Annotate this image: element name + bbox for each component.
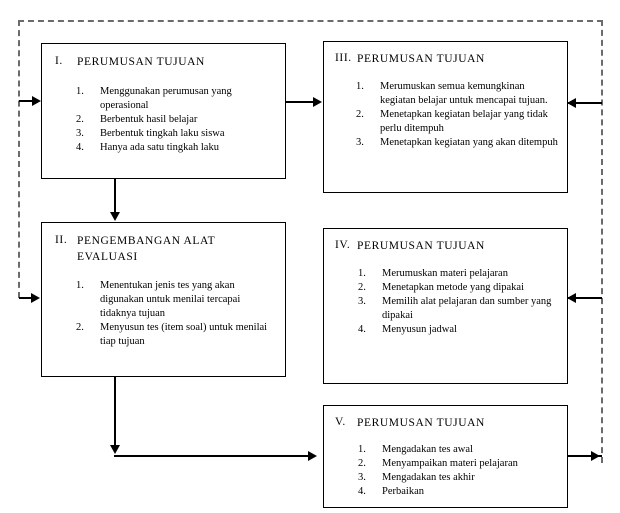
list-item-text: Mengadakan tes awal	[382, 444, 473, 455]
arrowhead-into-node4-right	[567, 293, 576, 303]
node-4-list: 1. Merumuskan materi pelajaran 2. Meneta…	[358, 267, 561, 337]
list-item-number: 1.	[358, 444, 366, 455]
list-item-number: 4.	[76, 142, 84, 154]
list-item: 2. Menetapkan kegiatan belajar yang tida…	[356, 108, 561, 136]
list-item-number: 2.	[358, 282, 366, 294]
list-item-text: Mengadakan tes akhir	[382, 472, 475, 484]
connector-loop-to-node2	[19, 297, 33, 299]
node-1-list: 1. Menggunakan perumusan yang operasiona…	[76, 85, 276, 155]
node-2-title-row: II. PENGEMBANGAN ALAT EVALUASI	[55, 234, 280, 265]
arrowhead-into-node2	[110, 212, 120, 221]
list-item-text: Perbaikan	[382, 486, 424, 498]
node-4-title: PERUMUSAN TUJUAN	[357, 240, 485, 252]
list-item-text: Berbentuk hasil belajar	[100, 114, 198, 126]
node-1-title: PERUMUSAN TUJUAN	[77, 56, 205, 68]
arrowhead-into-node1	[32, 96, 41, 106]
list-item: 1. Menggunakan perumusan yang operasiona…	[76, 85, 276, 113]
list-item: 3. Mengadakan tes akhir	[358, 471, 561, 485]
connector-loop-to-node4	[568, 297, 602, 299]
list-item-text: Menggunakan perumusan yang operasional	[100, 86, 232, 112]
list-item-number: 1.	[356, 81, 364, 92]
node-5-list: 1. Mengadakan tes awal 2. Menyampaikan m…	[358, 443, 561, 499]
node-2-list: 1. Menentukan jenis tes yang akan diguna…	[76, 279, 276, 349]
list-item-number: 1.	[76, 86, 84, 97]
list-item: 1. Merumuskan semua kemungkinan kegiatan…	[356, 80, 561, 108]
node-5-title-row: V. PERUMUSAN TUJUAN	[335, 416, 563, 432]
node-5-numeral: V.	[335, 416, 346, 428]
list-item-number: 3.	[356, 137, 364, 149]
list-item-number: 3.	[76, 128, 84, 140]
node-5-title: PERUMUSAN TUJUAN	[357, 417, 485, 429]
list-item-text: Berbentuk tingkah laku siswa	[100, 128, 225, 140]
list-item: 3. Menetapkan kegiatan yang akan ditempu…	[356, 136, 561, 150]
list-item-number: 2.	[76, 322, 84, 334]
dashed-border-right	[601, 20, 603, 463]
list-item-number: 4.	[358, 486, 366, 498]
arrowhead-into-node3	[313, 97, 322, 107]
arrowhead-into-node2-left	[31, 293, 40, 303]
list-item-text: Memilih alat pelajaran dan sumber yang d…	[382, 296, 552, 322]
node-2-numeral: II.	[55, 234, 68, 246]
dashed-border-top	[18, 20, 603, 22]
connector-loop-to-node1	[19, 100, 34, 102]
list-item-text: Merumuskan materi pelajaran	[382, 268, 508, 279]
list-item: 4. Hanya ada satu tingkah laku	[76, 141, 276, 155]
node-3-title: PERUMUSAN TUJUAN	[357, 53, 485, 65]
connector-node1-to-node3	[286, 101, 316, 103]
list-item-number: 1.	[76, 280, 84, 291]
list-item: 2. Menyampaikan materi pelajaran	[358, 457, 561, 471]
node-pengembangan-alat-evaluasi-2[interactable]: II. PENGEMBANGAN ALAT EVALUASI 1. Menent…	[41, 222, 286, 377]
node-perumusan-tujuan-5[interactable]: V. PERUMUSAN TUJUAN 1. Mengadakan tes aw…	[323, 405, 568, 508]
list-item-text: Menentukan jenis tes yang akan digunakan…	[100, 280, 241, 320]
list-item-number: 2.	[76, 114, 84, 126]
list-item: 3. Memilih alat pelajaran dan sumber yan…	[358, 295, 561, 323]
list-item-text: Hanya ada satu tingkah laku	[100, 142, 219, 154]
node-3-numeral: III.	[335, 52, 352, 64]
arrowhead-into-node5	[308, 451, 317, 461]
node-1-numeral: I.	[55, 55, 63, 67]
list-item: 2. Berbentuk hasil belajar	[76, 113, 276, 127]
list-item-text: Menyusun tes (item soal) untuk menilai t…	[100, 322, 268, 348]
arrowhead-node5-to-loop	[591, 451, 600, 461]
list-item: 4. Menyusun jadwal	[358, 323, 561, 337]
list-item: 4. Perbaikan	[358, 485, 561, 499]
connector-node2-down-stem	[114, 377, 116, 449]
list-item-text: Menetapkan metode yang dipakai	[382, 282, 524, 294]
node-perumusan-tujuan-4[interactable]: IV. PERUMUSAN TUJUAN 1. Merumuskan mater…	[323, 228, 568, 384]
arrowhead-into-node3-right	[567, 98, 576, 108]
list-item-number: 1.	[358, 268, 366, 279]
connector-loop-to-node3	[568, 102, 602, 104]
list-item: 1. Menentukan jenis tes yang akan diguna…	[76, 279, 276, 321]
connector-node2-to-node5	[114, 455, 312, 457]
connector-node1-to-node2	[114, 179, 116, 214]
list-item-number: 4.	[358, 324, 366, 336]
dashed-border-left	[18, 20, 20, 298]
list-item-text: Menetapkan kegiatan yang akan ditempuh	[380, 137, 558, 149]
list-item: 3. Berbentuk tingkah laku siswa	[76, 127, 276, 141]
arrowhead-node2-elbow	[110, 445, 120, 454]
list-item-number: 3.	[358, 296, 366, 308]
list-item-number: 2.	[358, 458, 366, 470]
node-3-list: 1. Merumuskan semua kemungkinan kegiatan…	[356, 80, 561, 150]
list-item-text: Merumuskan semua kemungkinan kegiatan be…	[380, 81, 548, 107]
node-4-title-row: IV. PERUMUSAN TUJUAN	[335, 239, 563, 255]
list-item-number: 3.	[358, 472, 366, 484]
node-1-title-row: I. PERUMUSAN TUJUAN	[55, 55, 280, 71]
list-item-text: Menyusun jadwal	[382, 324, 457, 336]
list-item: 2. Menetapkan metode yang dipakai	[358, 281, 561, 295]
list-item: 2. Menyusun tes (item soal) untuk menila…	[76, 321, 276, 349]
node-3-title-row: III. PERUMUSAN TUJUAN	[335, 52, 563, 68]
node-perumusan-tujuan-3[interactable]: III. PERUMUSAN TUJUAN 1. Merumuskan semu…	[323, 41, 568, 193]
node-4-numeral: IV.	[335, 239, 351, 251]
node-2-title: PENGEMBANGAN ALAT EVALUASI	[77, 235, 216, 263]
connector-node5-to-loop	[568, 455, 602, 457]
node-perumusan-tujuan-1[interactable]: I. PERUMUSAN TUJUAN 1. Menggunakan perum…	[41, 43, 286, 179]
list-item: 1. Merumuskan materi pelajaran	[358, 267, 561, 281]
list-item-text: Menetapkan kegiatan belajar yang tidak p…	[380, 109, 548, 135]
list-item: 1. Mengadakan tes awal	[358, 443, 561, 457]
list-item-number: 2.	[356, 109, 364, 121]
list-item-text: Menyampaikan materi pelajaran	[382, 458, 518, 470]
